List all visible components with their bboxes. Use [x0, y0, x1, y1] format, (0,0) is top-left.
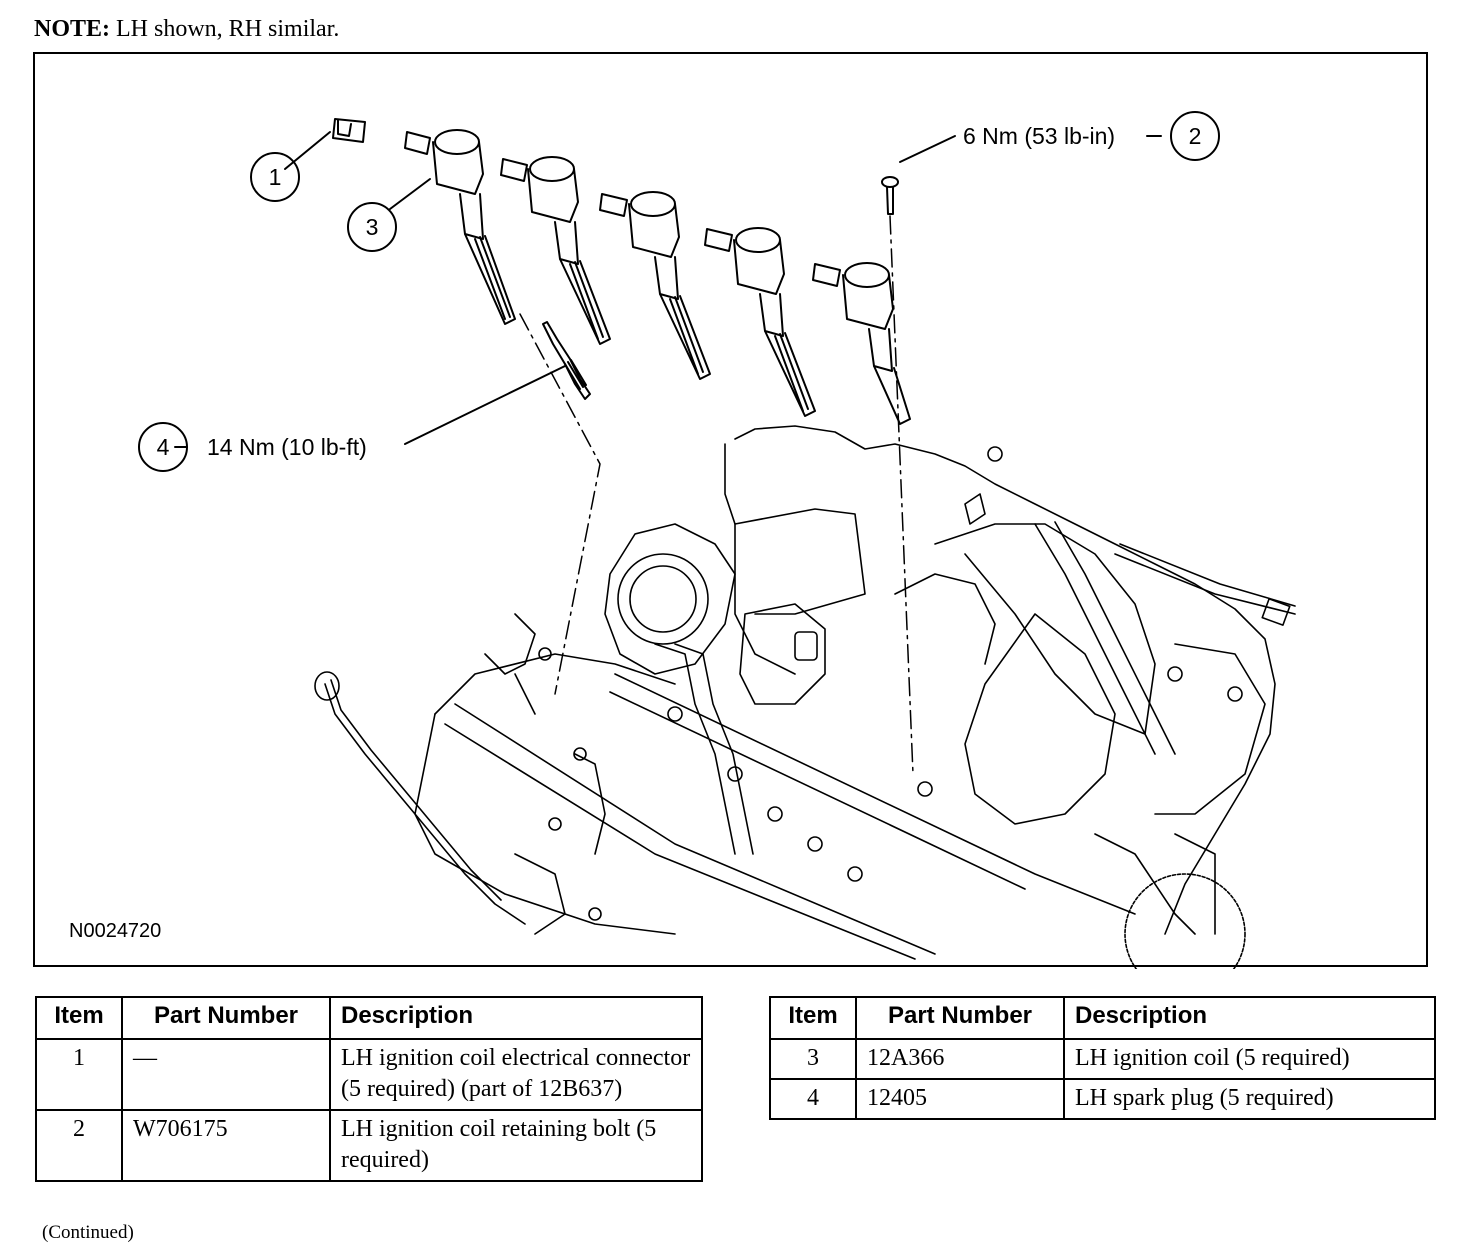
coil-connector-drawing [332, 118, 366, 143]
spark-plug-drawing [542, 321, 591, 400]
header-part-number: Part Number [121, 996, 331, 1040]
ignition-coil-drawing [500, 156, 611, 345]
engine-block-drawing [314, 425, 1296, 969]
table-row: 2 W706175 LH ignition coil retaining bol… [35, 1109, 703, 1182]
continued-label: (Continued) [42, 1222, 134, 1243]
exploded-view-figure: 1 3 2 4 6 Nm (53 lb-in) 14 Nm (10 lb-ft)… [33, 52, 1428, 969]
note-text: LH shown, RH similar. [110, 16, 340, 42]
cell-description: LH ignition coil electrical connector (5… [329, 1038, 703, 1111]
cell-description: LH ignition coil retaining bolt (5 requi… [329, 1109, 703, 1182]
header-item: Item [35, 996, 123, 1040]
cell-item: 3 [769, 1038, 857, 1080]
note-label: NOTE: [34, 16, 111, 42]
callout-1-number: 1 [269, 164, 282, 190]
figure-id: N0024720 [69, 920, 162, 942]
parts-table-left: Item Part Number Description 1 — LH igni… [35, 996, 703, 1182]
callout-4-torque: 14 Nm (10 lb-ft) [207, 434, 367, 460]
cell-item: 4 [769, 1078, 857, 1120]
cell-part-number: 12405 [855, 1078, 1065, 1120]
cell-description: LH spark plug (5 required) [1063, 1078, 1436, 1120]
cell-part-number: — [121, 1038, 331, 1111]
callout-circles [138, 111, 1220, 472]
cell-part-number: 12A366 [855, 1038, 1065, 1080]
header-part-number: Part Number [855, 996, 1065, 1040]
note: NOTE: LH shown, RH similar. [34, 16, 339, 43]
table-header-row: Item Part Number Description [769, 996, 1436, 1040]
callout-3-number: 3 [366, 214, 379, 240]
cell-item: 2 [35, 1109, 123, 1182]
table-row: 3 12A366 LH ignition coil (5 required) [769, 1038, 1436, 1080]
callout-4-number: 4 [157, 434, 170, 460]
cell-description: LH ignition coil (5 required) [1063, 1038, 1436, 1080]
table-row: 4 12405 LH spark plug (5 required) [769, 1078, 1436, 1120]
ignition-coil-drawing [812, 262, 911, 425]
parts-table-right: Item Part Number Description 3 12A366 LH… [769, 996, 1436, 1120]
engine-illustration: 1 3 2 4 6 Nm (53 lb-in) 14 Nm (10 lb-ft) [138, 111, 1296, 969]
table-row: 1 — LH ignition coil electrical connecto… [35, 1038, 703, 1111]
header-item: Item [769, 996, 857, 1040]
callout-2-torque: 6 Nm (53 lb-in) [963, 123, 1115, 149]
ignition-coil-drawing [704, 227, 816, 417]
retaining-bolt-drawing [881, 176, 899, 215]
cell-part-number: W706175 [121, 1109, 331, 1182]
ignition-coil-drawing [404, 129, 516, 325]
cell-item: 1 [35, 1038, 123, 1111]
header-description: Description [329, 996, 703, 1040]
header-description: Description [1063, 996, 1436, 1040]
ignition-coil-drawing [599, 191, 711, 380]
table-header-row: Item Part Number Description [35, 996, 703, 1040]
callout-2-number: 2 [1189, 123, 1202, 149]
